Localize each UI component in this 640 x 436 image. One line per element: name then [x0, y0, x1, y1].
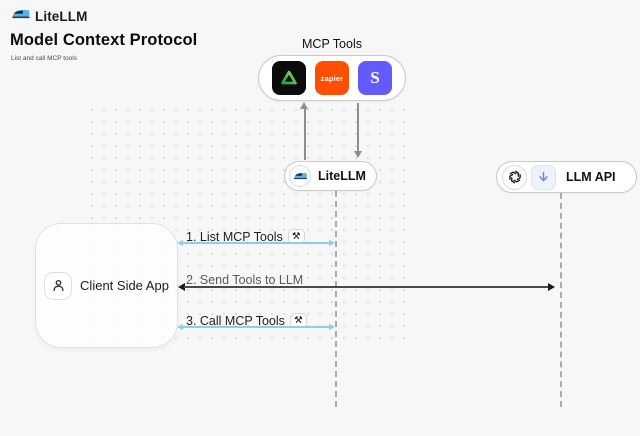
message-2-label: 2. Send Tools to LLM [186, 273, 303, 287]
page-subtitle: List and call MCP tools [11, 55, 77, 62]
zapier-icon: zapier [315, 61, 349, 95]
tools-glyph: ⚒ [292, 230, 301, 242]
message-2-right-arrowhead [548, 283, 555, 291]
message-1-right-arrowhead [329, 239, 335, 246]
message-1-text: 1. List MCP Tools [186, 229, 283, 244]
stripe-letter: S [370, 68, 380, 87]
down-arrowhead [353, 151, 362, 158]
brand-name: LiteLLM [35, 9, 88, 24]
message-2-arrow [184, 286, 549, 288]
message-3-arrow [182, 326, 330, 328]
message-2-text: 2. Send Tools to LLM [186, 273, 304, 287]
brand-header: LiteLLM [11, 7, 87, 26]
tools-glyph: ⚒ [294, 314, 303, 326]
up-arrowhead [300, 102, 308, 109]
message-3-right-arrowhead [329, 323, 335, 330]
zapier-wordmark: zapier [320, 73, 344, 83]
down-arrow-line [357, 103, 359, 152]
message-3-left-arrowhead [177, 323, 183, 330]
mcp-tools-node: zapier S [258, 55, 406, 101]
litellm-logo-icon [289, 165, 311, 187]
litellm-node-label: LiteLLM [318, 169, 366, 183]
llm-api-node-label: LLM API [566, 170, 616, 184]
llm-provider-icon [531, 164, 556, 190]
message-2-left-arrowhead [178, 283, 185, 291]
stripe-icon: S [358, 61, 392, 95]
litellm-node: LiteLLM [284, 161, 377, 191]
client-side-app-node: Client Side App [35, 223, 178, 348]
message-3-label: 3. Call MCP Tools ⚒ [186, 313, 307, 328]
llm-api-lifeline [559, 193, 562, 407]
client-node-label: Client Side App [80, 278, 169, 293]
message-1-label: 1. List MCP Tools ⚒ [186, 229, 305, 244]
triangle-tool-icon [272, 61, 306, 95]
litellm-logo-icon [11, 7, 31, 26]
llm-api-node: LLM API [496, 161, 637, 193]
up-arrow-line [304, 108, 306, 160]
page-title: Model Context Protocol [10, 31, 198, 49]
litellm-lifeline [334, 191, 337, 407]
openai-icon [502, 164, 527, 190]
person-icon [44, 271, 73, 300]
message-1-left-arrowhead [177, 239, 183, 246]
mcp-tools-label: MCP Tools [302, 37, 362, 51]
message-1-arrow [182, 242, 330, 244]
tools-badge-icon: ⚒ [287, 229, 305, 244]
message-3-text: 3. Call MCP Tools [186, 313, 285, 328]
